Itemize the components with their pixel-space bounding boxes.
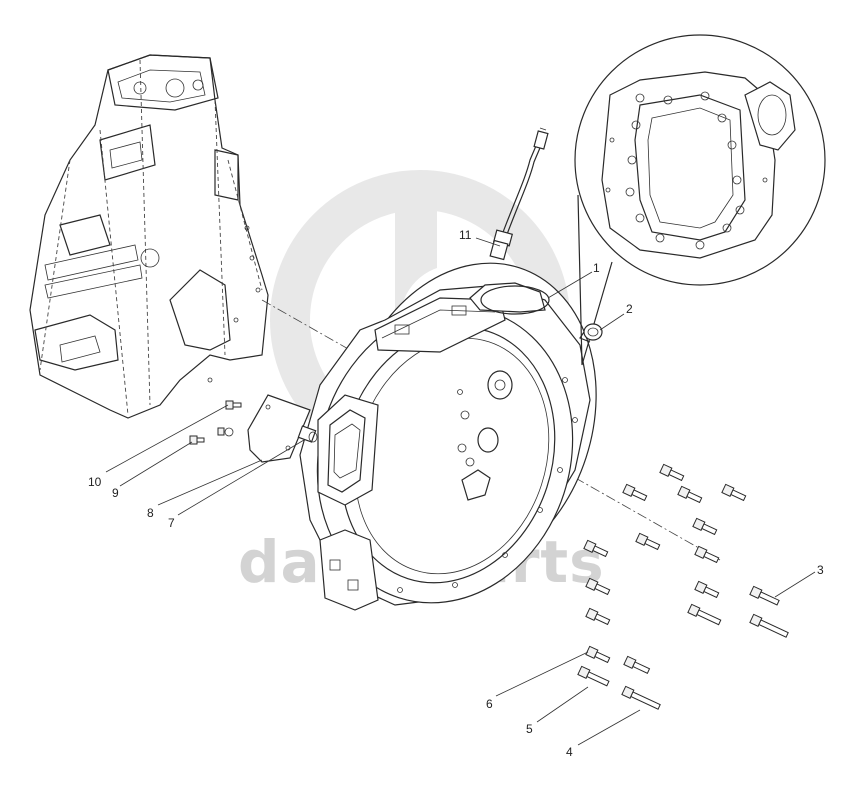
callout-9: 9	[112, 486, 119, 500]
flange-bolt	[635, 532, 661, 551]
flange-bolt	[694, 545, 720, 564]
flange-bolt	[692, 517, 718, 536]
flange-bolt	[577, 665, 610, 687]
washer-screw	[217, 427, 234, 437]
plug	[579, 323, 603, 343]
flange-bolt	[749, 585, 780, 606]
flange-bolt	[721, 483, 747, 502]
callout-1: 1	[593, 261, 600, 275]
flange-bolt	[585, 607, 611, 626]
leader-3	[774, 571, 816, 598]
callout-5: 5	[526, 722, 533, 736]
flange-bolt	[694, 580, 720, 599]
screw-10	[225, 400, 242, 410]
bolt-group	[577, 463, 789, 710]
engine-block	[29, 54, 269, 419]
leader-4	[577, 709, 641, 746]
flange-bolt	[749, 613, 789, 638]
callout-3: 3	[817, 563, 824, 577]
leader-1	[547, 271, 593, 299]
detail-view-pointer	[577, 194, 613, 366]
flange-bolt	[583, 539, 609, 558]
leader-8	[157, 459, 263, 506]
callout-7: 7	[168, 516, 175, 530]
callout-2: 2	[626, 302, 633, 316]
flange-bolt	[585, 577, 611, 596]
part-7-sleeve	[297, 425, 318, 443]
speed-sensor	[489, 127, 549, 261]
leader-6	[495, 651, 589, 697]
leader-2	[599, 313, 625, 331]
flange-bolt	[621, 685, 661, 710]
leader-5	[536, 686, 589, 723]
flywheel-housing-detail-view	[574, 34, 826, 366]
flywheel-housing	[299, 262, 597, 611]
leader-7	[177, 439, 305, 516]
callout-4: 4	[566, 745, 573, 759]
leader-9	[119, 441, 193, 487]
screw-9	[189, 435, 205, 445]
flange-bolt	[622, 483, 648, 502]
flange-bolt	[659, 463, 685, 482]
flange-bolt	[687, 603, 722, 626]
flange-bolt	[585, 645, 611, 664]
alignment-centerline	[261, 299, 721, 561]
callout-6: 6	[486, 697, 493, 711]
flange-bolt	[677, 485, 703, 504]
callout-11: 11	[459, 228, 472, 242]
callout-10: 10	[88, 475, 102, 489]
callouts: 1 2 3 4 5 6 7 8 9 10 11	[88, 228, 824, 759]
leader-10	[105, 404, 229, 473]
leader-11	[475, 237, 501, 247]
flange-bolt	[623, 655, 651, 674]
callout-8: 8	[147, 506, 154, 520]
